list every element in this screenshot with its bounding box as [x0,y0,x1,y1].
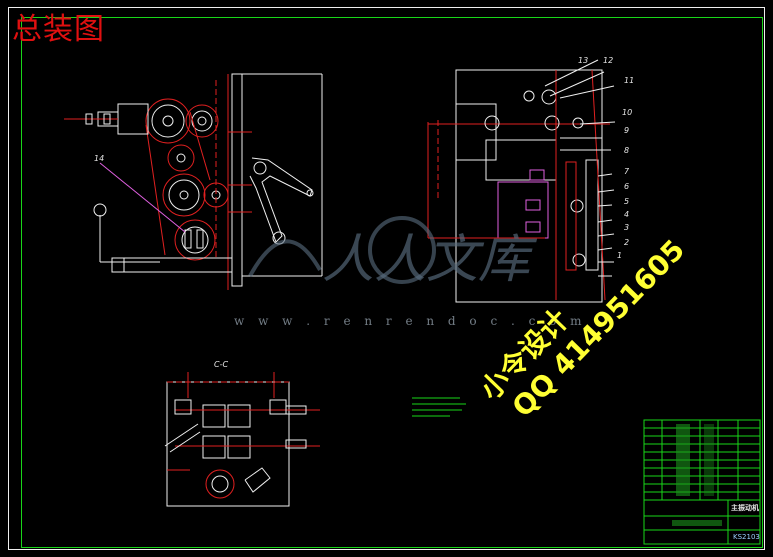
section-view [164,372,320,507]
watermark-brand: 人人文库 [322,230,531,290]
sheet-inner-frame [21,17,763,548]
drawing-title: 总装图 [12,12,105,47]
title-block-drawing-no: KS2103 [733,533,760,541]
callout-3: 3 [624,223,630,232]
callout-10: 10 [622,108,633,117]
watermark-logo [248,216,436,284]
callout-5: 5 [624,197,630,206]
notes-block [412,397,466,417]
callout-8: 8 [624,146,630,155]
callout-9: 9 [624,126,630,135]
side-view [427,59,616,303]
watermark-url: w w w . r e n r e n d o c . c o m [234,314,587,328]
callout-6: 6 [624,182,630,191]
callout-11: 11 [624,76,635,85]
sheet-outer-frame [8,7,765,550]
title-block [643,419,761,545]
front-view [64,73,323,290]
callout-1: 1 [617,251,623,260]
callout-12: 12 [603,56,614,65]
callout-4: 4 [624,210,630,219]
callout-2: 2 [624,238,630,247]
callout-14: 14 [94,154,105,163]
section-label: C-C [214,360,229,369]
title-block-drawing-name: 主振动机 [731,504,759,512]
callout-7: 7 [624,167,630,176]
callout-13: 13 [578,56,589,65]
